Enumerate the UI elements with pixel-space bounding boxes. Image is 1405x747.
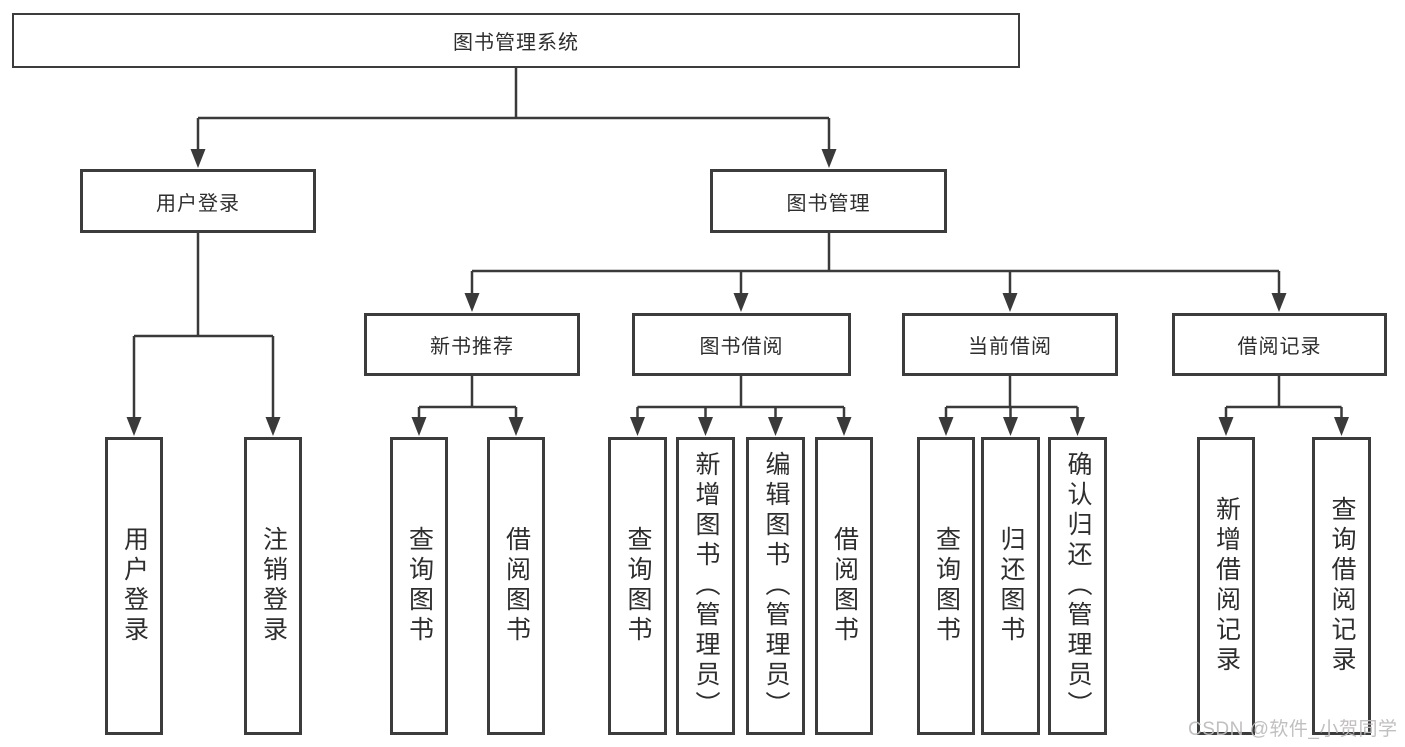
leaf-return-books: 归还图书 [981,437,1040,735]
node-label: 新增图书（管理员） [692,451,720,721]
node-label: 查询图书 [405,526,434,646]
node-label: 归还图书 [997,526,1025,646]
node-label: 图书借阅 [699,336,784,358]
leaf-query-books-borrowing: 查询图书 [608,437,667,735]
node-user-login: 用户登录 [80,169,316,233]
node-label: 新书推荐 [430,336,514,358]
node-label: 图书管理系统 [453,32,579,54]
leaf-add-borrow-record: 新增借阅记录 [1197,437,1255,735]
node-label: 用户登录 [156,192,240,215]
node-label: 借阅图书 [502,526,531,646]
node-label: 注销登录 [259,526,288,646]
leaf-user-login: 用户登录 [105,437,163,735]
leaf-query-books-recommend: 查询图书 [390,437,448,735]
leaf-add-books-admin: 新增图书（管理员） [676,437,735,735]
node-label: 用户登录 [120,526,149,646]
node-library-management-system: 图书管理系统 [12,13,1020,68]
node-label: 查询借阅记录 [1328,496,1356,676]
node-label: 查询图书 [932,526,961,646]
node-label: 借阅记录 [1237,336,1322,358]
csdn-watermark: CSDN @软件_小贺同学 [1188,719,1398,740]
node-label: 图书管理 [786,192,871,215]
leaf-edit-books-admin: 编辑图书（管理员） [746,437,805,735]
leaf-query-borrow-record: 查询借阅记录 [1312,437,1371,735]
node-current-borrowing: 当前借阅 [902,313,1118,376]
leaf-logout: 注销登录 [244,437,302,735]
node-borrowing-records: 借阅记录 [1172,313,1387,376]
node-label: 当前借阅 [968,336,1052,358]
tree-edges [132,68,1343,419]
leaf-borrow-books-borrowing: 借阅图书 [815,437,873,735]
node-label: 编辑图书（管理员） [762,451,790,721]
node-label: 查询图书 [624,526,652,646]
node-book-management: 图书管理 [710,169,947,233]
node-label: 新增借阅记录 [1212,496,1241,676]
leaf-query-books-current: 查询图书 [917,437,975,735]
node-label: 借阅图书 [830,526,859,646]
leaf-confirm-return-admin: 确认归还（管理员） [1048,437,1107,735]
leaf-borrow-books-recommend: 借阅图书 [487,437,545,735]
node-new-book-recommend: 新书推荐 [364,313,580,376]
node-book-borrowing: 图书借阅 [632,313,851,376]
node-label: 确认归还（管理员） [1064,451,1092,721]
